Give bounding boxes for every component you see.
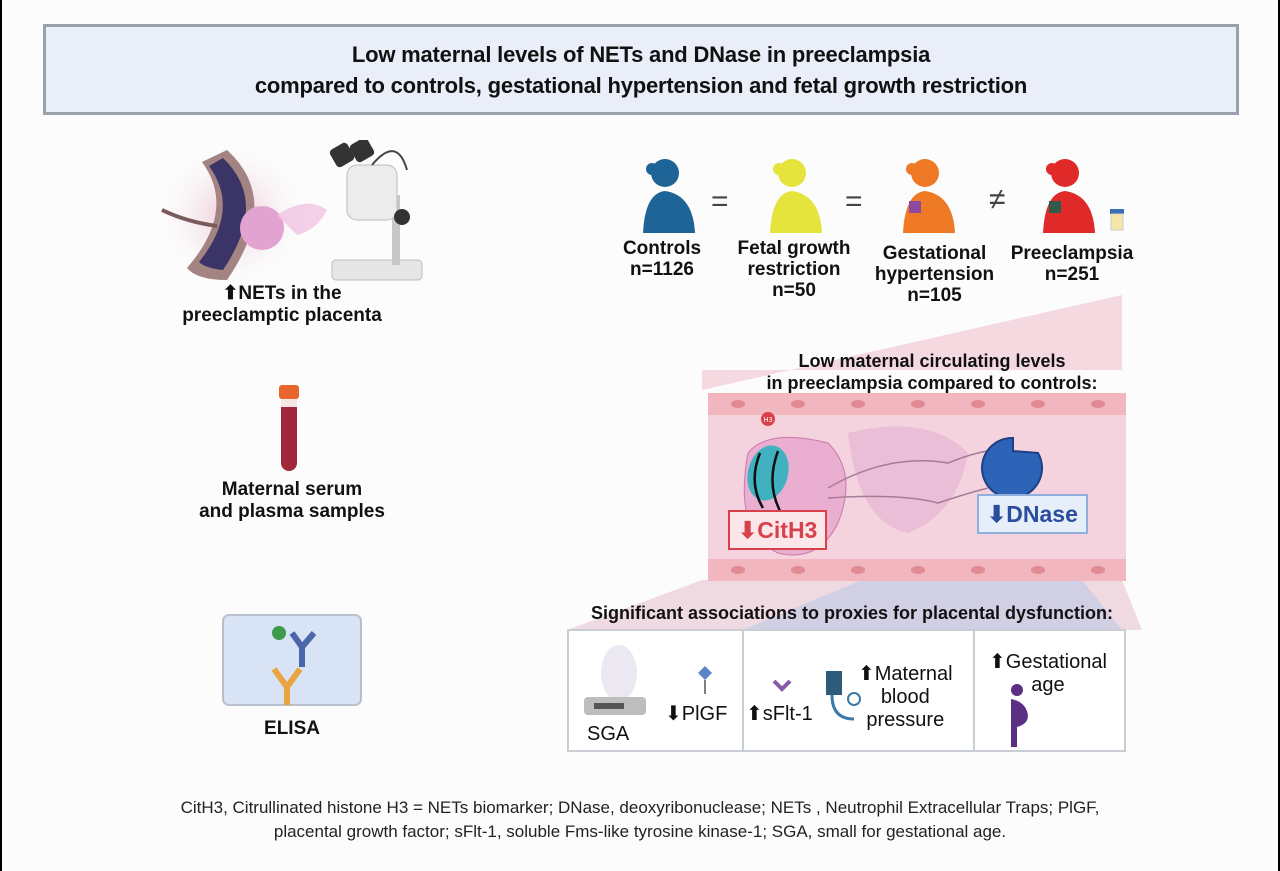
proxy-sga-plgf: SGA ⬇PlGF [567, 629, 744, 752]
microscope-cable [371, 150, 408, 171]
cith3-label: CitH3 [757, 517, 818, 543]
sflt-label: ⬆sFlt-1 [746, 703, 813, 725]
circulating-heading-line-1: Low maternal circulating levels [798, 351, 1066, 371]
samples-caption: Maternal serum and plasma samples [162, 479, 422, 523]
dnase-marker: ⬇DNase [977, 494, 1088, 534]
net-strands [277, 203, 327, 235]
plgf-molecule-icon [698, 666, 712, 694]
tube-cap [279, 385, 299, 399]
group-preeclampsia: Preeclampsia n=251 [1002, 243, 1142, 285]
h3-badge-text: H3 [764, 417, 773, 424]
equals-sign-1: = [711, 185, 729, 218]
proxy-gestational-age: ⬆Gestational age [973, 629, 1126, 752]
group-fgr-n: n=50 [772, 280, 816, 301]
baby-scale-icon [584, 645, 646, 715]
up-arrow-icon: ⬆ [222, 283, 239, 304]
up-arrow-icon: ⬆ [746, 703, 763, 725]
group-controls: Controls n=1126 [607, 238, 717, 280]
net-cloud [848, 426, 968, 533]
microscope-knob [394, 209, 410, 225]
proxy-sflt-bp: ⬆sFlt-1 ⬆Maternal blood pressure [742, 629, 975, 752]
endothelium-bottom [708, 559, 1126, 581]
microscope-pillar [392, 195, 400, 265]
down-arrow-icon: ⬇ [738, 517, 758, 543]
fgr-woman-icon [770, 159, 822, 233]
blood-tube-icon [279, 385, 299, 471]
controls-woman-icon [643, 159, 695, 233]
placenta-villi [199, 158, 246, 270]
abbreviations-footnote: CitH3, Citrullinated histone H3 = NETs b… [62, 796, 1218, 844]
capture-antibody [271, 667, 303, 705]
placenta-microscope-icon [157, 140, 423, 285]
sga-label: SGA [587, 723, 630, 745]
cith3-marker: ⬇CitH3 [728, 510, 828, 550]
placenta-caption-line-2: preeclamptic placenta [182, 305, 382, 326]
title-line-1: Low maternal levels of NETs and DNase in… [351, 41, 931, 67]
detection-antibody [289, 631, 317, 667]
down-arrow-icon: ⬇ [665, 703, 682, 725]
blood-vessel-scene: H3 [708, 393, 1126, 581]
microscope-base [331, 259, 423, 281]
preeclampsia-woman-icon [1043, 159, 1095, 233]
elisa-well-icon [222, 614, 362, 706]
microscope-body [346, 164, 398, 221]
placenta-caption: ⬆NETs in the preeclamptic placenta [152, 283, 412, 327]
tube-top [281, 397, 297, 407]
sflt-molecule-icon [772, 679, 792, 692]
elisa-well [222, 614, 362, 706]
umbilical-cord [161, 208, 218, 228]
title-box: Low maternal levels of NETs and DNase in… [43, 24, 1239, 115]
placenta-caption-line-1: NETs in the [238, 283, 342, 304]
ga-label: ⬆Gestational age [989, 651, 1107, 696]
microscope-eyepiece-right [349, 140, 375, 163]
samples-caption-line-2: and plasma samples [199, 501, 385, 522]
group-gh-name-1: Gestational [882, 243, 987, 264]
group-fgr: Fetal growth restriction n=50 [724, 238, 864, 301]
samples-caption-line-1: Maternal serum [221, 479, 363, 500]
group-figures: = = ≠ [617, 157, 1157, 237]
plgf-label: ⬇PlGF [665, 703, 728, 725]
tube-blood [281, 397, 297, 471]
microscope-eyepiece-left [329, 142, 355, 168]
circulating-heading: Low maternal circulating levels in preec… [722, 350, 1142, 394]
h3-badge-icon [761, 412, 775, 426]
gh-woman-icon [903, 159, 955, 233]
blood-pressure-cuff-icon [826, 671, 861, 721]
bp-label: ⬆Maternal blood pressure [858, 663, 953, 731]
dna-strand-2 [827, 487, 989, 504]
magnification-wedge [567, 295, 1142, 630]
histone-dna [753, 450, 782, 512]
pregnant-woman-icon [1011, 684, 1028, 747]
elisa-caption: ELISA [264, 718, 320, 739]
up-arrow-icon: ⬆ [858, 663, 875, 685]
group-preeclampsia-name: Preeclampsia [1010, 243, 1134, 264]
equals-sign-2: = [845, 185, 863, 218]
not-equal-sign: ≠ [989, 183, 1006, 216]
up-arrow-icon: ⬆ [989, 651, 1006, 673]
group-fgr-name-1: Fetal growth [737, 238, 851, 259]
urine-cup-icon [1110, 209, 1124, 231]
group-gh-n: n=105 [907, 285, 962, 306]
circulating-heading-line-2: in preeclampsia compared to controls: [766, 373, 1098, 393]
footnote-line-2: placental growth factor; sFlt-1, soluble… [273, 822, 1007, 841]
enzyme-label [272, 626, 286, 640]
group-gh: Gestational hypertension n=105 [862, 243, 1007, 306]
title-line-2: compared to controls, gestational hypert… [254, 72, 1028, 98]
down-arrow-icon: ⬇ [987, 501, 1007, 527]
endothelium-top [708, 393, 1126, 415]
footnote-line-1: CitH3, Citrullinated histone H3 = NETs b… [180, 798, 1100, 817]
associations-heading: Significant associations to proxies for … [590, 603, 1114, 623]
neutrophil-cell [240, 206, 284, 250]
dnase-label: DNase [1006, 501, 1078, 527]
group-controls-name: Controls [622, 238, 702, 259]
group-gh-name-2: hypertension [874, 264, 995, 285]
group-fgr-name-2: restriction [747, 259, 841, 280]
group-preeclampsia-n: n=251 [1044, 264, 1100, 285]
group-controls-n: n=1126 [630, 259, 694, 280]
